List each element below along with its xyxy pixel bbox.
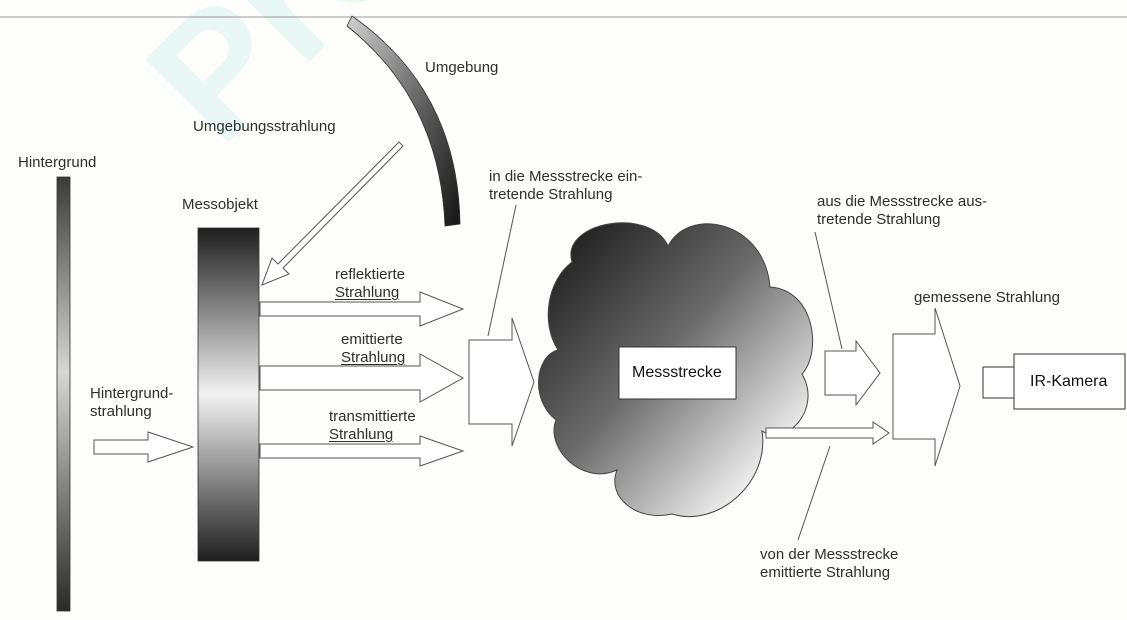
label-emittierte-line1: emittierte — [341, 331, 403, 348]
entering-leader-line — [487, 204, 517, 337]
exiting-leader-line — [814, 231, 843, 350]
label-gemessene: gemessene Strahlung — [914, 289, 1060, 306]
environment-arc — [346, 15, 461, 227]
label-messobjekt: Messobjekt — [182, 196, 258, 213]
transmission-path-box — [618, 346, 737, 400]
measurement-object — [197, 227, 260, 562]
label-von-der-line2: emittierte Strahlung — [760, 564, 891, 581]
label-von-der-line1: von der Messstrecke — [760, 546, 899, 563]
transmitted-radiation-arrow — [259, 435, 465, 467]
path-emitted-radiation-arrow — [765, 421, 890, 445]
label-austretende-line1: aus die Messstrecke aus- — [817, 193, 988, 210]
ambient-radiation-arrow — [261, 141, 404, 286]
ir-camera-lens — [982, 366, 1015, 399]
reflected-radiation-arrow — [259, 291, 465, 327]
label-reflektierte-line2: Strahlung — [335, 284, 400, 301]
label-transmittierte-line1: transmittierte — [329, 408, 416, 425]
background-bar — [56, 176, 71, 612]
label-umgebungsstrahlung: Umgebungsstrahlung — [193, 118, 336, 135]
emitted-radiation-arrow — [259, 353, 465, 403]
ir-camera-body — [1013, 353, 1126, 410]
label-hintergrundstrahlung-line1: Hintergrund- — [90, 385, 174, 402]
label-hintergrundstrahlung-line2: strahlung — [90, 403, 152, 420]
path-emitted-leader-line — [797, 445, 831, 541]
label-hintergrund: Hintergrund — [18, 154, 97, 171]
label-messstrecke: Messstrecke — [632, 364, 722, 381]
entering-radiation-arrow — [468, 317, 535, 447]
background-radiation-arrow — [93, 431, 195, 463]
exiting-radiation-arrow — [824, 339, 881, 407]
label-umgebung: Umgebung — [425, 59, 499, 76]
label-austretende-line2: tretende Strahlung — [817, 211, 941, 228]
label-emittierte-line2: Strahlung — [341, 349, 406, 366]
label-transmittierte-line2: Strahlung — [329, 426, 394, 443]
measured-radiation-arrow — [892, 307, 961, 467]
label-eintretende-line1: in die Messstrecke ein- — [489, 168, 643, 185]
label-ir-kamera: IR-Kamera — [1030, 373, 1108, 390]
label-reflektierte-line1: reflektierte — [335, 266, 406, 283]
label-eintretende-line2: tretende Strahlung — [489, 186, 613, 203]
